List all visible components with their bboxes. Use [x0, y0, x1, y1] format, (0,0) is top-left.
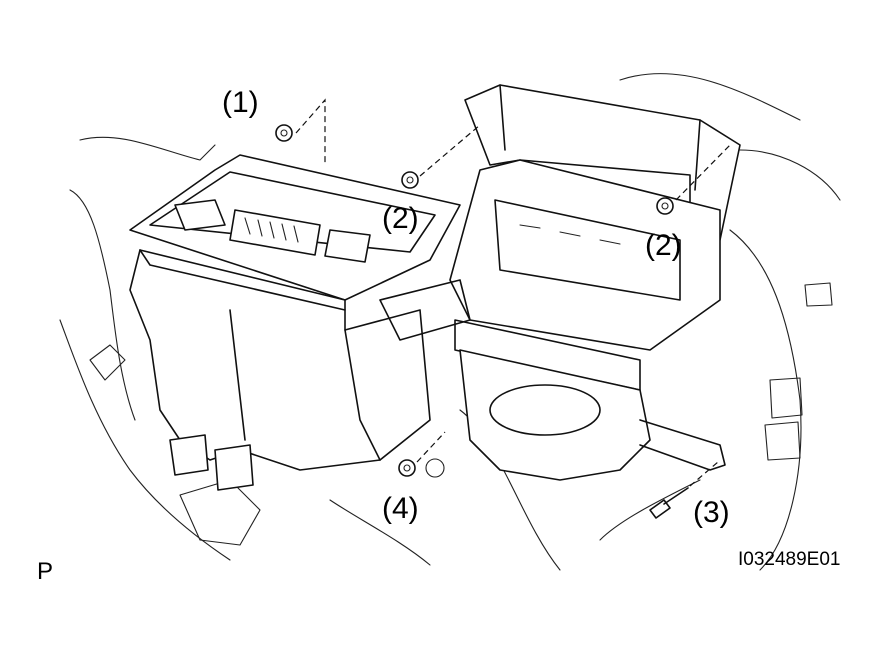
- figure-code: I032489E01: [738, 549, 841, 570]
- bolt-3-icon: [649, 487, 689, 519]
- leader-lines: [295, 98, 731, 487]
- nut-2b-icon: [656, 197, 674, 215]
- left-heater-unit: [129, 154, 461, 491]
- nut-1-icon: [275, 124, 293, 142]
- callout-3: (3): [693, 496, 730, 529]
- callout-2-right: (2): [645, 229, 682, 262]
- callout-4: (4): [382, 492, 419, 525]
- callout-2-left: (2): [382, 202, 419, 235]
- view-letter: P: [37, 558, 53, 585]
- nut-2a-icon: [401, 171, 419, 189]
- nut-4-icon: [398, 459, 416, 477]
- right-blower-unit: [379, 84, 741, 481]
- callout-1: (1): [222, 86, 259, 119]
